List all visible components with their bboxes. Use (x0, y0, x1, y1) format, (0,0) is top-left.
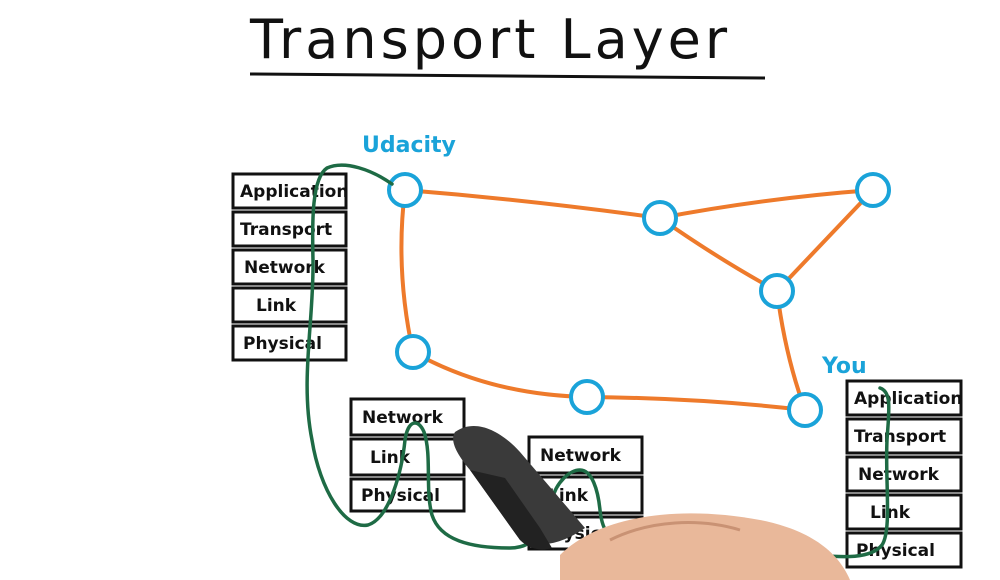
network-links (399, 188, 875, 412)
node-router-top (642, 200, 678, 236)
router1-stack: Network Link Physical (349, 397, 466, 513)
router1-stack-layer (349, 437, 466, 477)
source-stack-layer (231, 210, 348, 248)
dest-label: You (821, 354, 867, 379)
link-udacity-router-top (403, 188, 662, 220)
dest-layer-label: Application (854, 389, 962, 409)
dest-stack-layer (845, 417, 963, 455)
dest-stack-layer (845, 455, 963, 493)
router1-layer-label: Physical (361, 486, 440, 506)
dest-layer-label: Link (870, 503, 911, 523)
link-router-mid-router-right (775, 188, 875, 293)
dest-layer-label: Network (858, 465, 940, 485)
router1-stack-layer (349, 477, 466, 513)
node-router-bottom (569, 379, 605, 415)
node-router-mid (759, 273, 795, 309)
source-label: Udacity (362, 133, 456, 158)
router1-layer-label: Network (362, 408, 444, 428)
link-router-top-router-right (658, 188, 875, 220)
router2-stack-layer (527, 435, 644, 475)
source-layer-label: Physical (243, 334, 322, 354)
link-router-top-router-mid (658, 216, 779, 293)
dest-layer-label: Physical (856, 541, 935, 561)
source-layer-label: Transport (240, 220, 332, 240)
node-udacity (387, 172, 423, 208)
link-router-left-router-bottom (411, 350, 589, 399)
dest-stack: Application Transport Network Link Physi… (845, 379, 963, 569)
dest-stack-layer (845, 493, 963, 531)
dest-layer-label: Transport (854, 427, 946, 447)
source-stack-layer (231, 286, 348, 324)
network-nodes (387, 172, 891, 428)
node-router-left (395, 334, 431, 370)
link-router-mid-you (775, 289, 807, 412)
source-stack: Application Transport Network Link Physi… (231, 172, 348, 362)
source-stack-layer (231, 324, 348, 362)
source-layer-label: Link (256, 296, 297, 316)
router2-layer-label: Network (540, 446, 622, 466)
title-underline (249, 72, 766, 80)
link-router-bottom-you (585, 395, 807, 412)
source-layer-label: Application (240, 182, 348, 202)
dest-stack-layer (845, 531, 963, 569)
node-you (787, 392, 823, 428)
node-router-right (855, 172, 891, 208)
source-stack-layer (231, 248, 348, 286)
page-title: Transport Layer (249, 8, 731, 71)
dest-stack-layer (845, 379, 963, 417)
source-stack-layer (231, 172, 348, 210)
link-udacity-router-left (399, 188, 415, 354)
presenter-hand-image (453, 425, 850, 580)
source-layer-label: Network (244, 258, 326, 278)
